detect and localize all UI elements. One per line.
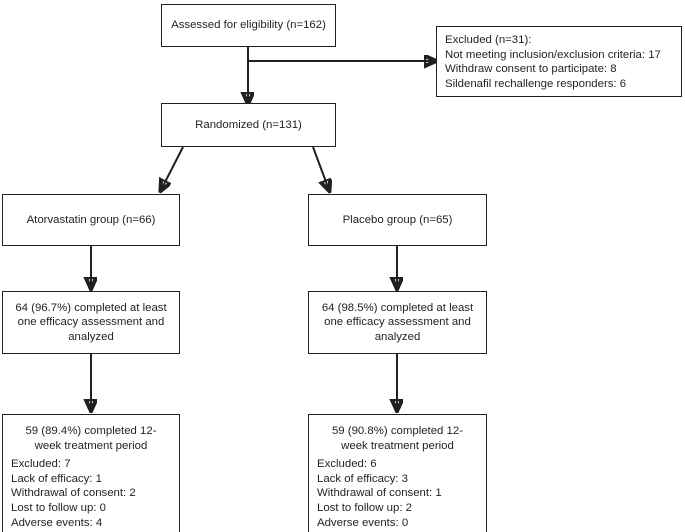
atorvastatin-detail-lost-to-follow-up: Lost to follow up: 0	[11, 501, 106, 514]
placebo-analyzed-line-2: one efficacy assessment and	[324, 316, 471, 329]
atorvastatin-detail-lack-of-efficacy: Lack of efficacy: 1	[11, 472, 102, 485]
atorvastatin-completed-details: Excluded: 7 Lack of efficacy: 1 Withdraw…	[3, 455, 179, 532]
placebo-detail-lack-of-efficacy: Lack of efficacy: 3	[317, 472, 408, 485]
placebo-group-label: Placebo group (n=65)	[342, 213, 453, 226]
randomized-label: Randomized (n=131)	[195, 118, 302, 131]
placebo-completed-details: Excluded: 6 Lack of efficacy: 3 Withdraw…	[309, 455, 486, 532]
atorvastatin-detail-adverse-events: Adverse events: 4	[11, 516, 103, 529]
node-assessed-for-eligibility: Assessed for eligibility (n=162)	[161, 4, 336, 47]
node-atorvastatin-analyzed: 64 (96.7%) completed at least one effica…	[2, 291, 180, 354]
atorvastatin-analyzed-line-2: one efficacy assessment and	[17, 316, 165, 329]
excluded-line-1: Excluded (n=31):	[445, 34, 532, 46]
connector-randomized-to-placebo	[312, 146, 329, 190]
atorvastatin-analyzed-line-1: 64 (96.7%) completed at least	[15, 301, 167, 314]
atorvastatin-group-label: Atorvastatin group (n=66)	[26, 213, 156, 226]
excluded-line-2: Not meeting inclusion/exclusion criteria…	[445, 48, 661, 61]
atorvastatin-analyzed-line-3: analyzed	[68, 330, 114, 343]
placebo-completed-headline-1: 59 (90.8%) completed 12-	[331, 425, 464, 437]
connector-randomized-to-atorvastatin	[161, 146, 184, 190]
placebo-detail-adverse-events: Adverse events: 0	[317, 516, 409, 529]
node-atorvastatin-group: Atorvastatin group (n=66)	[2, 194, 180, 246]
placebo-detail-lost-to-follow-up: Lost to follow up: 2	[317, 501, 412, 514]
atorvastatin-detail-withdrawal-of-consent: Withdrawal of consent: 2	[11, 487, 136, 500]
placebo-completed-headline: 59 (90.8%) completed 12- week treatment …	[309, 415, 486, 455]
placebo-detail-withdrawal-of-consent: Withdrawal of consent: 1	[317, 487, 442, 500]
placebo-analyzed-line-3: analyzed	[374, 330, 421, 343]
atorvastatin-detail-excluded: Excluded: 7	[11, 458, 71, 471]
placebo-detail-excluded: Excluded: 6	[317, 458, 377, 471]
node-excluded: Excluded (n=31): Not meeting inclusion/e…	[436, 26, 682, 97]
excluded-line-3: Withdraw consent to participate: 8	[445, 63, 617, 76]
node-atorvastatin-completed: 59 (89.4%) completed 12- week treatment …	[2, 414, 180, 532]
placebo-completed-headline-2: week treatment period	[341, 439, 454, 452]
assessed-label: Assessed for eligibility (n=162)	[171, 19, 326, 32]
placebo-analyzed-line-1: 64 (98.5%) completed at least	[321, 301, 474, 314]
atorvastatin-completed-headline: 59 (89.4%) completed 12- week treatment …	[3, 415, 179, 455]
node-randomized: Randomized (n=131)	[161, 103, 336, 147]
node-placebo-analyzed: 64 (98.5%) completed at least one effica…	[308, 291, 487, 354]
atorvastatin-completed-headline-1: 59 (89.4%) completed 12-	[25, 425, 157, 437]
node-placebo-group: Placebo group (n=65)	[308, 194, 487, 246]
node-placebo-completed: 59 (90.8%) completed 12- week treatment …	[308, 414, 487, 532]
excluded-line-4: Sildenafil rechallenge responders: 6	[445, 77, 627, 90]
atorvastatin-completed-headline-2: week treatment period	[34, 439, 148, 452]
